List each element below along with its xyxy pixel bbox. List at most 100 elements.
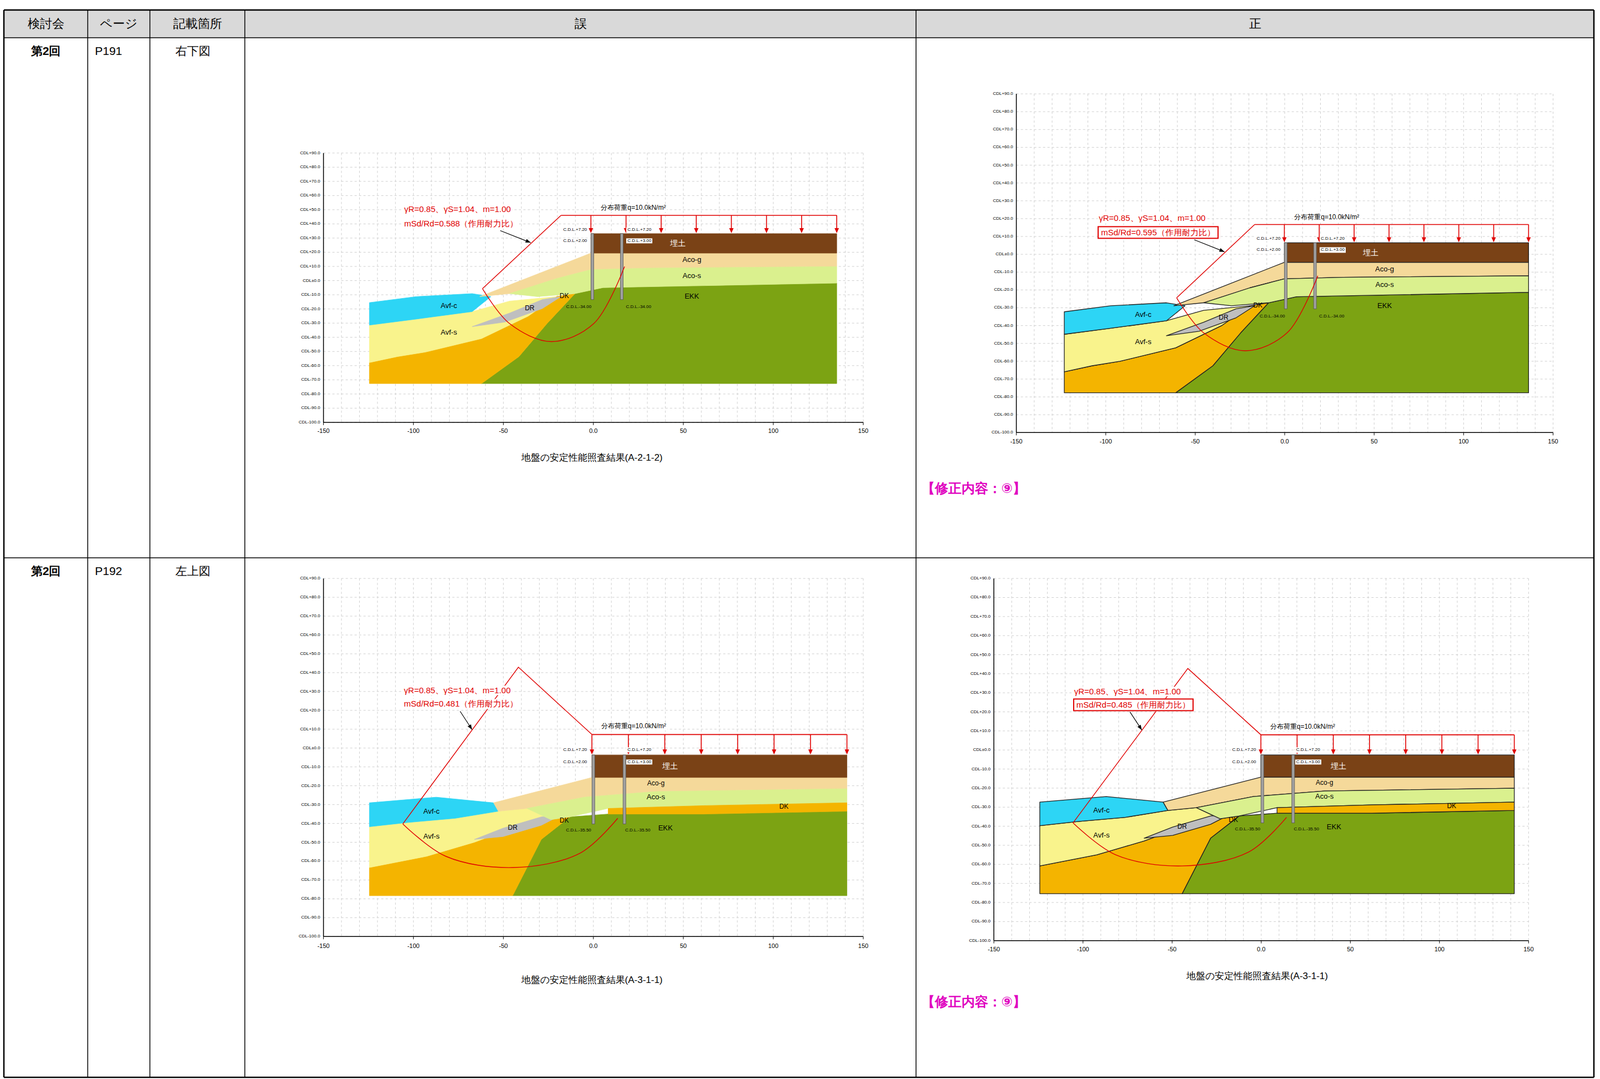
distance-tick-label: 150: [858, 942, 869, 950]
level-label: C.D.L.+2.00: [1230, 759, 1257, 765]
load-factor-note: γR=0.85、γS=1.04、m=1.00: [1097, 213, 1207, 224]
distance-tick-label: 50: [1370, 438, 1378, 446]
grid-line: [359, 153, 360, 423]
grid-line: [323, 408, 864, 409]
grid-line: [1528, 578, 1529, 941]
distance-tick-label: 0.0: [589, 427, 598, 435]
axis-line: [323, 578, 325, 937]
distance-tick-label: 100: [768, 427, 779, 435]
layer-label: EKK: [658, 824, 673, 833]
axis-tick: [1284, 432, 1286, 436]
axis-tick: [1552, 432, 1554, 436]
load-arrow: [737, 734, 739, 751]
load-arrow: [1477, 735, 1479, 751]
grid-line: [993, 616, 1529, 617]
soil-layer: [1284, 242, 1529, 263]
distance-tick-label: 100: [1458, 438, 1469, 446]
elevation-tick-label: CDL-50.0: [993, 340, 1013, 346]
table-rule: [244, 9, 246, 1078]
layer-label: DK: [1446, 802, 1457, 811]
load-arrow: [664, 734, 666, 751]
elevation-tick-label: CDL+50.0: [970, 652, 991, 658]
axis-tick: [1015, 432, 1017, 436]
table: [3, 9, 1594, 1078]
level-label: C.D.L.-35.50: [565, 827, 591, 833]
load-arrowhead: [844, 749, 850, 755]
elevation-tick-label: CDL+90.0: [299, 150, 320, 156]
grid-line: [862, 153, 864, 423]
load-arrowhead: [1258, 749, 1264, 755]
soil-layer: [1064, 303, 1269, 394]
layer-label: Aco-g: [1315, 779, 1333, 788]
level-label: C.D.L.-34.00: [1259, 313, 1285, 319]
elevation-tick-label: CDL-80.0: [300, 391, 320, 397]
axis-tick: [682, 422, 684, 426]
slip-circle: [1176, 275, 1318, 351]
soil-layer: [1144, 814, 1230, 839]
elevation-tick-label: CDL+20.0: [299, 707, 320, 713]
axis-tick: [592, 936, 594, 940]
grid-line: [993, 711, 1529, 713]
elevation-tick-label: CDL+80.0: [970, 595, 991, 601]
leader-arrowhead: [525, 239, 531, 244]
soil-layer: [369, 797, 498, 827]
elevation-tick-label: CDL-90.0: [971, 919, 991, 925]
leader-line: [1194, 239, 1225, 253]
elevation-tick-label: CDL+70.0: [299, 613, 320, 619]
elevation-tick-label: CDL+90.0: [992, 91, 1013, 97]
layer-label: Aco-g: [682, 255, 702, 265]
load-arrowhead: [735, 749, 741, 755]
load-factor-note: γR=0.85、γS=1.04、m=1.00: [1073, 686, 1182, 697]
load-arrow: [695, 215, 697, 229]
load-arrow: [809, 734, 812, 751]
soil-layer: [1064, 303, 1185, 335]
load-arrowhead: [1421, 237, 1427, 243]
axis-tick: [1260, 941, 1262, 944]
elevation-tick-label: CDL+50.0: [299, 207, 320, 213]
grid-line: [1016, 111, 1554, 113]
axis-tick: [682, 936, 684, 940]
elevation-tick-label: CDL-20.0: [971, 785, 991, 791]
soil-layer: [1276, 802, 1514, 814]
table-rule: [3, 37, 1594, 39]
layer-label: Avf-s: [440, 328, 457, 337]
grid-line: [323, 578, 324, 937]
elevation-tick-label: CDL+80.0: [299, 595, 320, 601]
load-arrow: [1369, 735, 1371, 751]
elevation-tick-label: CDL-50.0: [971, 842, 991, 848]
grid-line: [1011, 578, 1013, 941]
distance-tick-label: -150: [317, 427, 330, 435]
elevation-tick-label: CDL+60.0: [299, 632, 320, 638]
load-arrow: [1405, 735, 1407, 751]
load-arrowhead: [1403, 749, 1408, 755]
load-arrow: [1458, 224, 1460, 238]
grid-line: [323, 180, 864, 182]
grid-line: [993, 730, 1529, 732]
axis-tick: [1374, 432, 1375, 436]
grid-line: [1016, 147, 1554, 148]
distance-tick-label: -50: [1167, 946, 1177, 954]
elevation-tick-label: CDL-10.0: [300, 764, 320, 770]
soil-layer: [512, 811, 847, 897]
elevation-tick-label: CDL-40.0: [993, 323, 1013, 329]
soil-layer: [1039, 796, 1169, 826]
grid-line: [1016, 200, 1554, 201]
table-rule: [87, 9, 89, 1078]
table-rule: [3, 9, 1594, 12]
layer-label: Avf-s: [1135, 337, 1152, 346]
level-label: C.D.L.-34.00: [566, 304, 592, 310]
grid-line: [359, 578, 360, 937]
soil-layer: [591, 755, 847, 778]
level-label: C.D.L.+7.20: [626, 227, 653, 233]
column-header: ページ: [99, 16, 138, 31]
load-arrowhead: [1512, 749, 1517, 755]
layer-label: Avf-c: [1093, 806, 1110, 815]
grid-line: [993, 578, 995, 941]
grid-line: [1552, 93, 1554, 433]
elevation-tick-label: CDL±0.0: [995, 252, 1014, 258]
load-arrowhead: [1456, 237, 1462, 243]
load-line: [561, 214, 838, 216]
elevation-tick-label: CDL+70.0: [970, 614, 991, 620]
